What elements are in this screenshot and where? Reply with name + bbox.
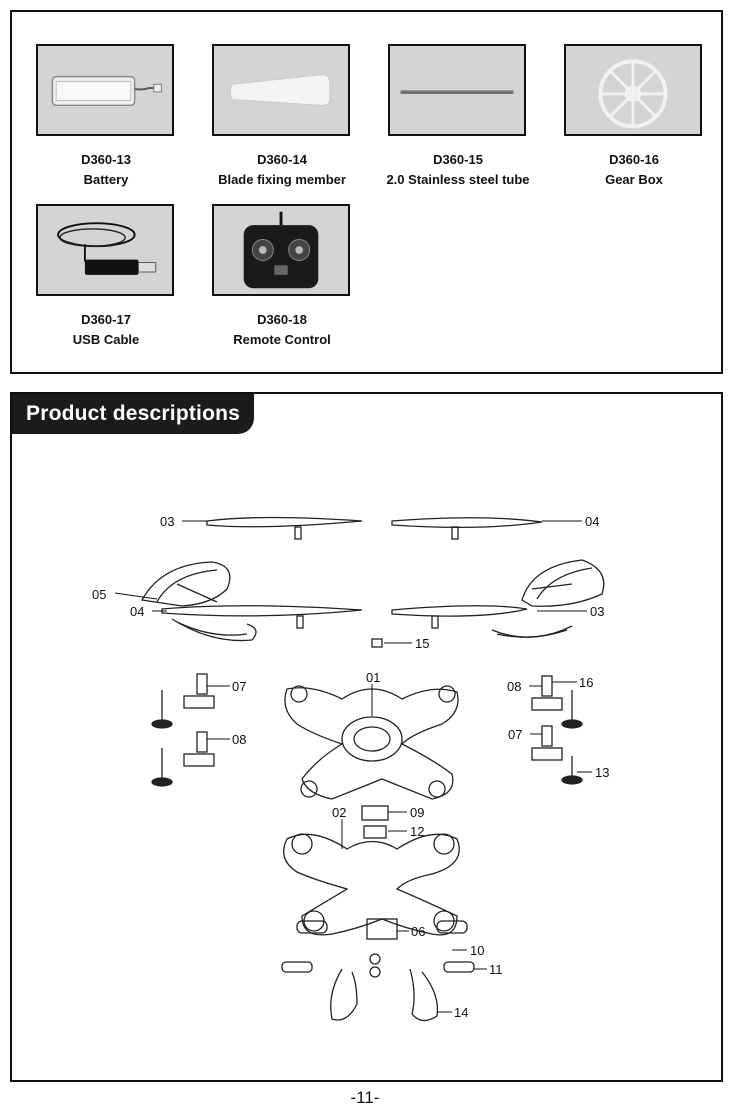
callout-label: 03 [160,514,174,529]
part-name: 2.0 Stainless steel tube [368,172,548,188]
callout-label: 05 [92,587,106,602]
steel-tube-icon [388,44,526,136]
part-name: Blade fixing member [192,172,372,188]
part-name: USB Cable [16,332,196,348]
callout-label: 16 [579,675,593,690]
part-code: D360-18 [192,312,372,328]
callout-label: 15 [415,636,429,651]
part-name: Battery [16,172,196,188]
callout-label: 07 [508,727,522,742]
product-descriptions-section: 03 04 05 04 03 15 07 08 01 08 16 07 13 0… [10,392,723,1082]
part-name: Gear Box [544,172,724,188]
callout-label: 07 [232,679,246,694]
part-card: D360-14 Blade fixing member [192,44,372,204]
callout-label: 04 [585,514,599,529]
callout-label: 02 [332,805,346,820]
blade-fixing-member-icon [212,44,350,136]
page-number: -11- [0,1088,730,1108]
callout-label: 03 [590,604,604,619]
callout-label: 08 [507,679,521,694]
exploded-diagram: 03 04 05 04 03 15 07 08 01 08 16 07 13 0… [12,394,721,1080]
part-card: D360-13 Battery [16,44,196,204]
part-code: D360-16 [544,152,724,168]
callout-label: 01 [366,670,380,685]
battery-icon [36,44,174,136]
part-code: D360-15 [368,152,548,168]
callout-label: 14 [454,1005,468,1020]
part-code: D360-13 [16,152,196,168]
part-name: Remote Control [192,332,372,348]
part-card: D360-18 Remote Control [192,204,372,364]
part-card: D360-17 USB Cable [16,204,196,364]
part-card: D360-16 Gear Box [544,44,724,204]
gear-box-icon [564,44,702,136]
part-code: D360-17 [16,312,196,328]
callout-label: 11 [489,962,503,977]
callout-label: 12 [410,824,424,839]
callout-label: 08 [232,732,246,747]
callout-label: 06 [411,924,425,939]
callout-label: 04 [130,604,144,619]
remote-control-icon [212,204,350,296]
part-card: D360-15 2.0 Stainless steel tube [368,44,548,204]
parts-catalogue: D360-13 Battery D360-14 Blade fixing mem… [10,10,723,374]
callout-label: 10 [470,943,484,958]
callout-label: 13 [595,765,609,780]
part-code: D360-14 [192,152,372,168]
callout-label: 09 [410,805,424,820]
section-title: Product descriptions [12,394,254,434]
usb-cable-icon [36,204,174,296]
